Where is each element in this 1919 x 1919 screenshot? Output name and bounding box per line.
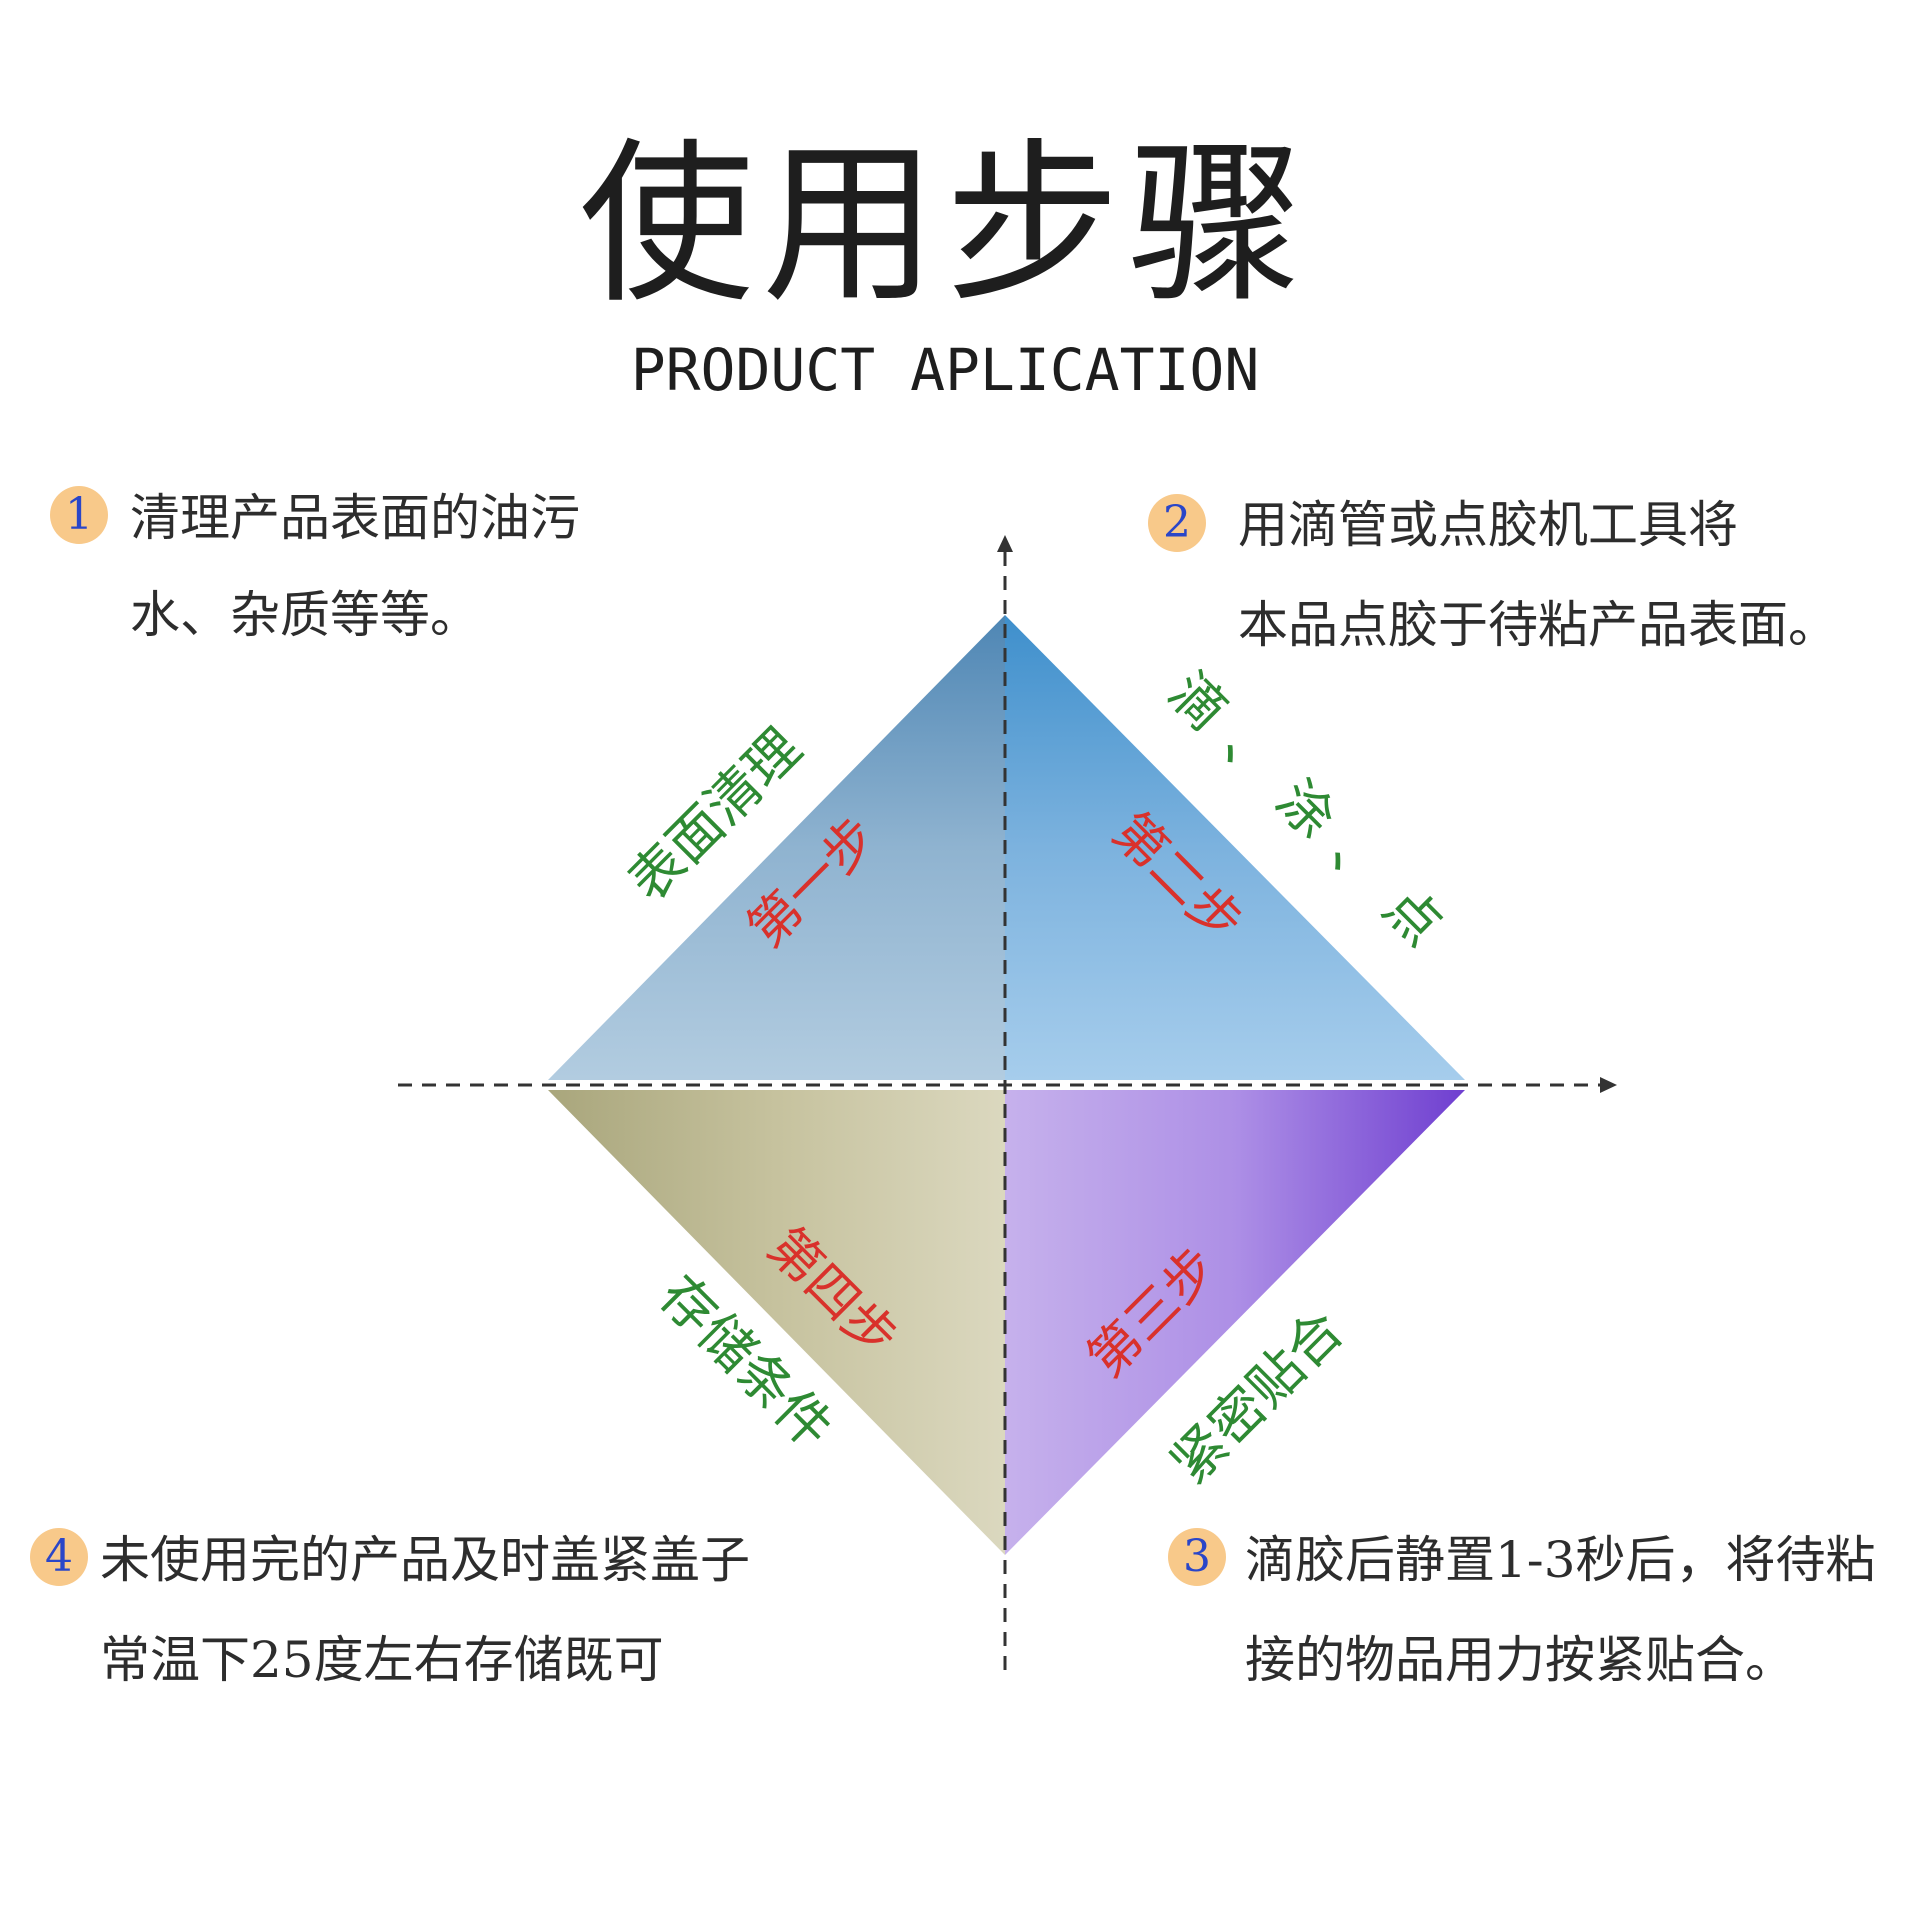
step-1-line-1: 清理产品表面的油污 [130, 489, 580, 547]
step-1-line-2: 水、杂质等等。 [130, 586, 480, 644]
page-subtitle: PRODUCT APLICATION [631, 336, 1260, 404]
step-3-badge: 3 [1168, 1528, 1226, 1586]
step-3-line-1: 滴胶后静置1-3秒后，将待粘 [1245, 1531, 1876, 1589]
quadrant-4-triangle [548, 1090, 1005, 1555]
quadrant-2-triangle [1005, 615, 1465, 1080]
step-2-badge: 2 [1148, 494, 1206, 552]
quadrant-1-triangle [548, 615, 1005, 1080]
page-title: 使用步骤 [579, 124, 1311, 327]
step-4-badge: 4 [30, 1528, 88, 1586]
step-1-badge: 1 [50, 486, 108, 544]
quadrant-3-triangle [1005, 1090, 1465, 1555]
horizontal-axis-arrow-icon [1600, 1077, 1617, 1093]
step-2-line-2: 本品点胶于待粘产品表面。 [1238, 596, 1838, 654]
step-2-line-1: 用滴管或点胶机工具将 [1238, 496, 1738, 554]
vertical-axis-arrow-icon [997, 535, 1013, 552]
step-4-line-1: 未使用完的产品及时盖紧盖子 [100, 1531, 750, 1589]
step-3-line-2: 接的物品用力按紧贴合。 [1245, 1631, 1795, 1689]
step-4-line-2: 常温下25度左右存储既可 [100, 1631, 664, 1689]
